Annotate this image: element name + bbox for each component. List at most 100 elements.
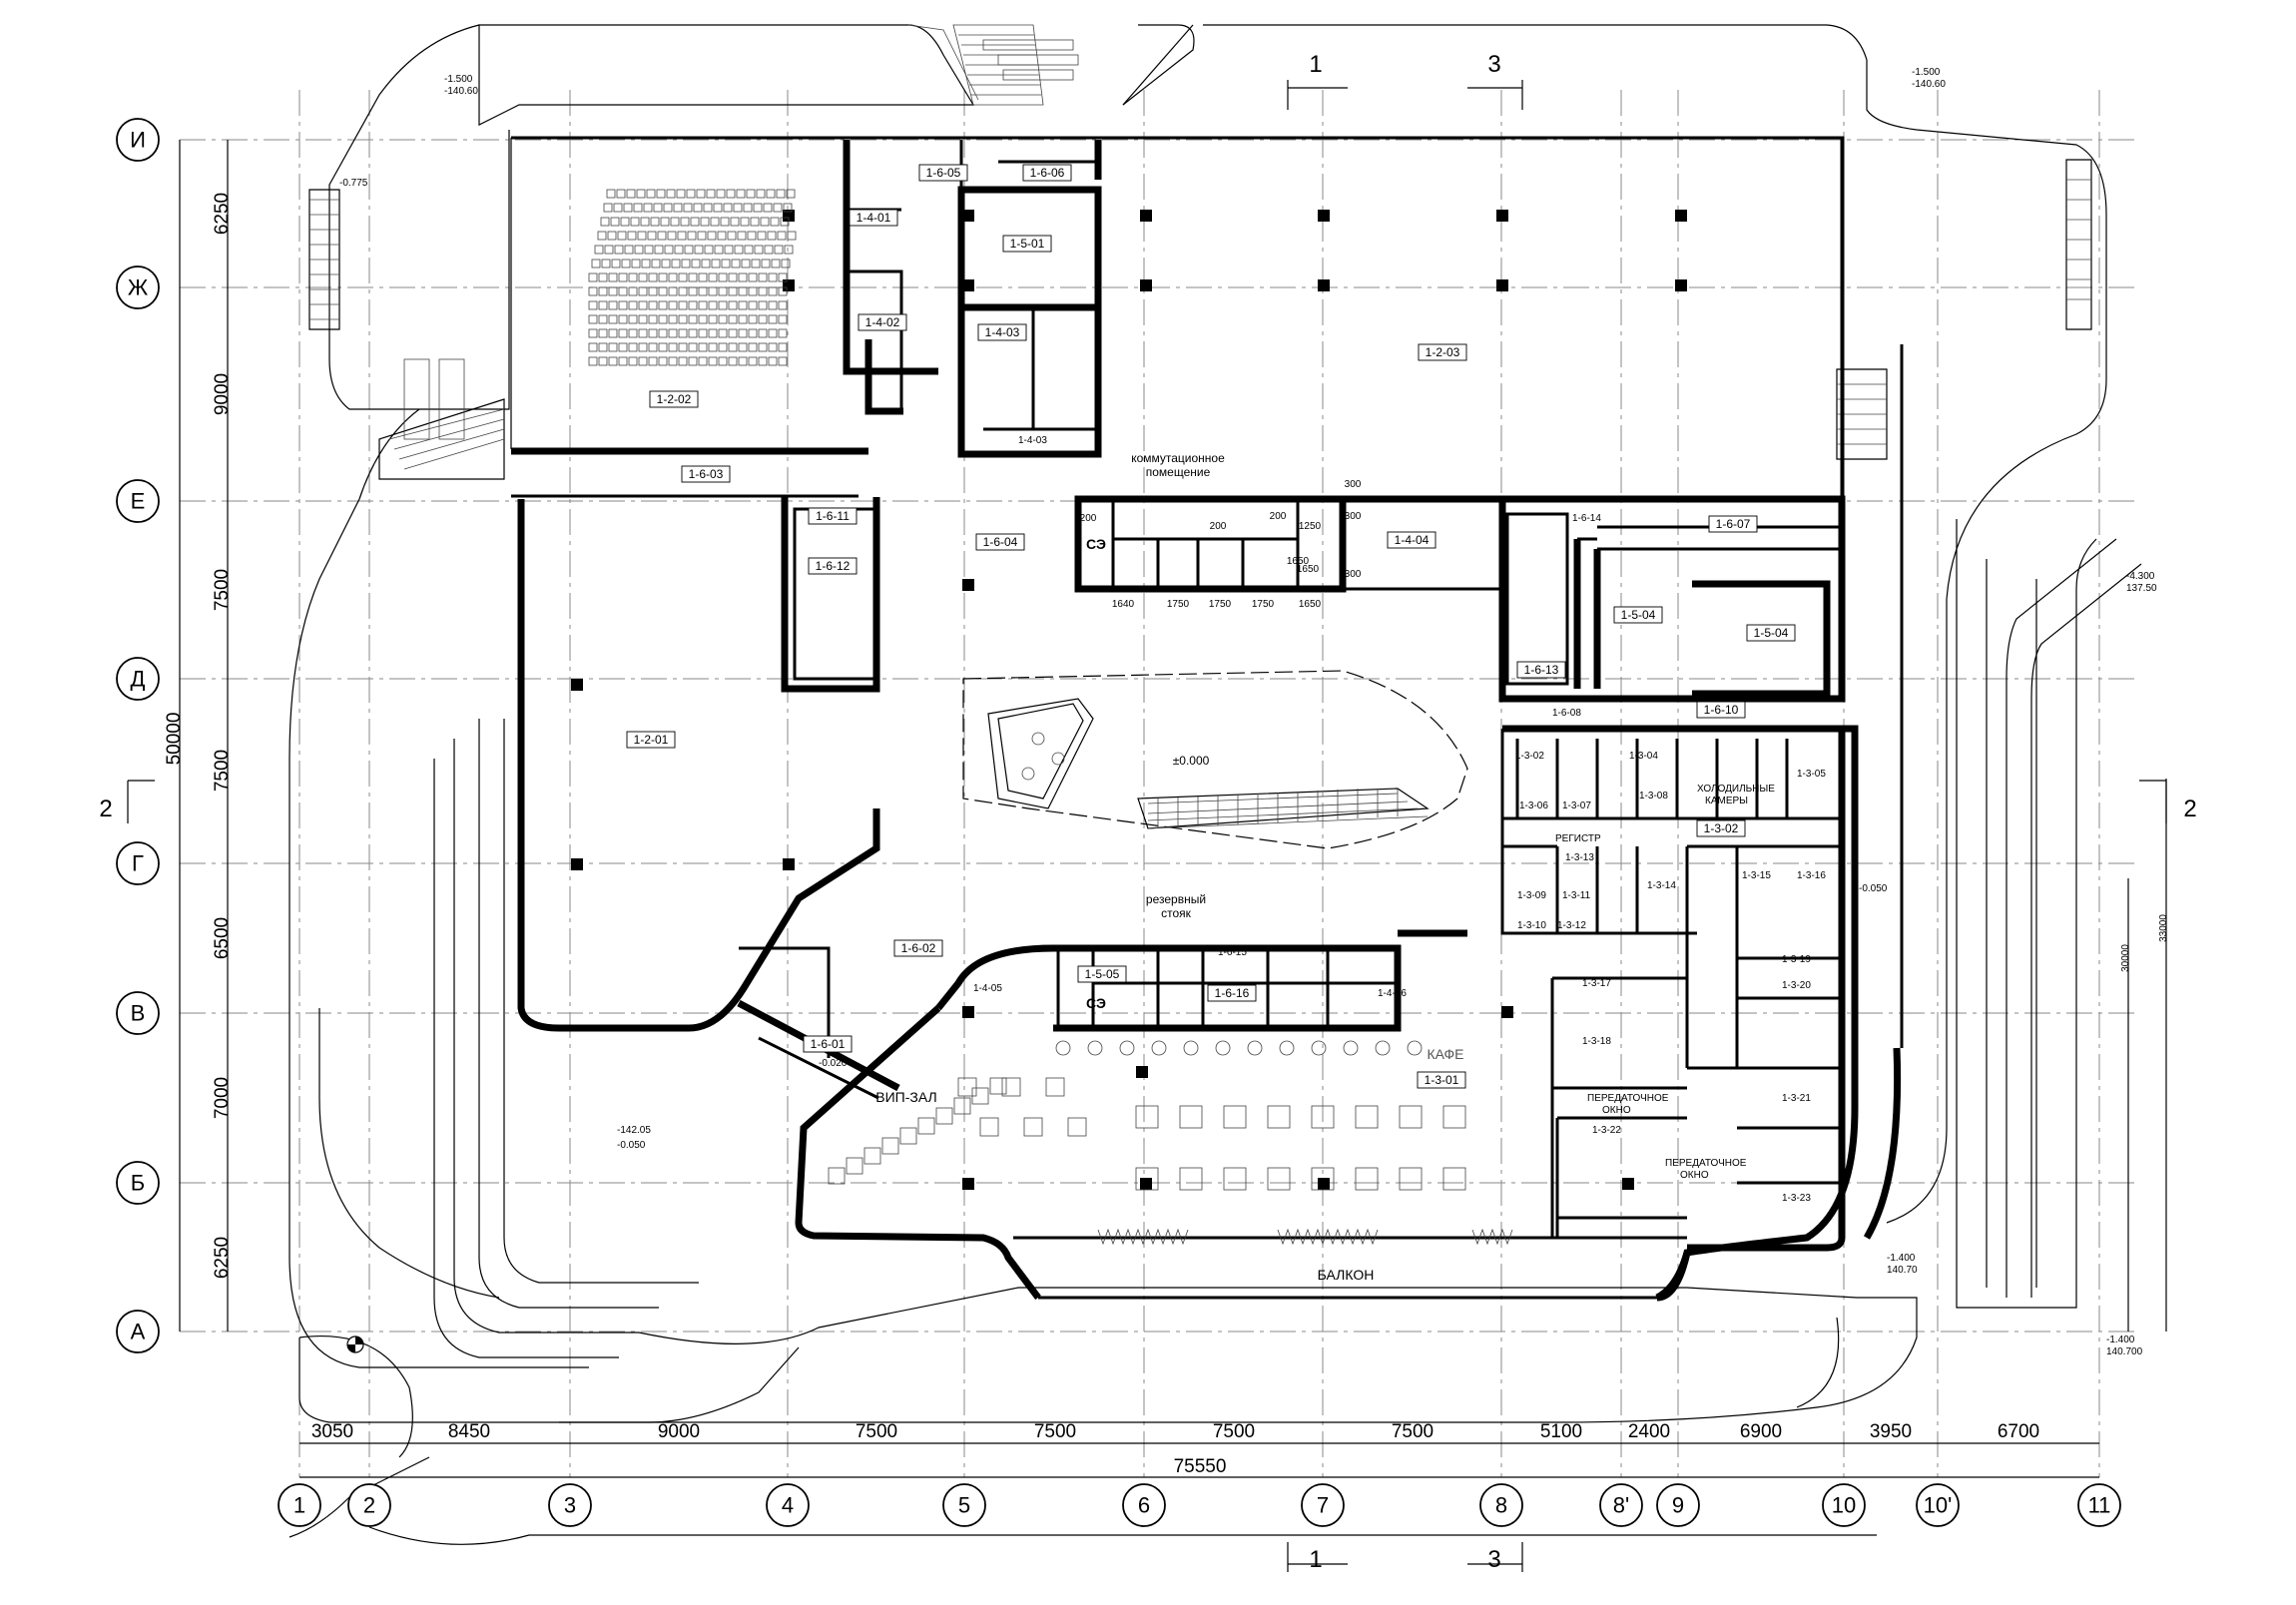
room-tag: 1-6-02 bbox=[893, 939, 943, 957]
cafe-table bbox=[1179, 1105, 1203, 1129]
auditorium-seat bbox=[658, 272, 668, 282]
auditorium-seat bbox=[758, 328, 768, 338]
auditorium-seat bbox=[726, 189, 736, 199]
auditorium-seat bbox=[668, 342, 678, 352]
auditorium-seat bbox=[666, 189, 676, 199]
auditorium-seat bbox=[713, 203, 723, 213]
auditorium-seat bbox=[754, 245, 764, 255]
svg-text:7500: 7500 bbox=[1034, 1421, 1076, 1442]
auditorium-seat bbox=[778, 314, 788, 324]
shaft-dimensions: 1640 1750 1750 1750 1650 200 200 200 125… bbox=[1080, 479, 1362, 610]
svg-text:8450: 8450 bbox=[448, 1421, 490, 1442]
auditorium-seat bbox=[628, 342, 638, 352]
cafe-chair bbox=[1151, 1040, 1167, 1056]
svg-text:1-6-01: 1-6-01 bbox=[811, 1037, 846, 1051]
auditorium-seat bbox=[708, 342, 718, 352]
svg-text:1-3-02: 1-3-02 bbox=[1704, 821, 1739, 835]
auditorium-seat bbox=[628, 300, 638, 310]
auditorium-seat bbox=[627, 231, 637, 241]
auditorium-seat bbox=[591, 259, 601, 268]
cafe-chair bbox=[1215, 1040, 1231, 1056]
auditorium-seat bbox=[670, 217, 680, 227]
cafe-chair bbox=[1343, 1040, 1359, 1056]
auditorium-seat bbox=[673, 203, 683, 213]
auditorium-seat bbox=[648, 272, 658, 282]
auditorium-seat bbox=[737, 231, 747, 241]
auditorium-seat bbox=[616, 189, 626, 199]
small-room-tag: 1-3-15 bbox=[1742, 870, 1771, 881]
svg-text:1750: 1750 bbox=[1167, 599, 1190, 610]
cafe-table bbox=[1355, 1105, 1379, 1129]
auditorium-seat bbox=[758, 286, 768, 296]
svg-text:2400: 2400 bbox=[1628, 1421, 1670, 1442]
auditorium-seat bbox=[708, 272, 718, 282]
auditorium-seat bbox=[648, 286, 658, 296]
svg-text:140.70: 140.70 bbox=[1887, 1265, 1918, 1276]
room-tag: 1-3-02 bbox=[1696, 819, 1746, 837]
auditorium-seat bbox=[720, 217, 730, 227]
room-tag: 1-6-05 bbox=[918, 164, 968, 182]
room-tag: 1-2-02 bbox=[649, 390, 699, 408]
room-tag: 1-4-03 bbox=[977, 323, 1027, 341]
room-tag: 1-4-01 bbox=[849, 209, 898, 227]
auditorium-seat bbox=[650, 217, 660, 227]
auditorium-seat bbox=[751, 259, 761, 268]
auditorium-seat bbox=[620, 217, 630, 227]
svg-text:8: 8 bbox=[1495, 1493, 1507, 1518]
auditorium-seat bbox=[703, 203, 713, 213]
svg-text:Б: Б bbox=[131, 1171, 145, 1196]
small-room-tag: 1-3-10 bbox=[1517, 920, 1546, 931]
auditorium-seat bbox=[748, 314, 758, 324]
auditorium-seat bbox=[643, 203, 653, 213]
auditorium-seat bbox=[747, 231, 757, 241]
right-exterior-stair bbox=[1836, 159, 2092, 460]
auditorium-seat bbox=[774, 245, 784, 255]
auditorium-seat bbox=[668, 286, 678, 296]
svg-text:7500: 7500 bbox=[212, 569, 233, 611]
auditorium-seat bbox=[626, 189, 636, 199]
svg-text:300: 300 bbox=[1345, 479, 1362, 490]
svg-text:1640: 1640 bbox=[1112, 599, 1135, 610]
vip-table bbox=[935, 1107, 953, 1125]
auditorium-seat bbox=[668, 272, 678, 282]
room-tag: 1-6-06 bbox=[1022, 164, 1072, 182]
auditorium-seat bbox=[634, 245, 644, 255]
svg-text:1-4-04: 1-4-04 bbox=[1395, 533, 1430, 547]
section-mark-left-2: 2 bbox=[99, 796, 112, 822]
svg-text:-140.60: -140.60 bbox=[1912, 79, 1946, 90]
svg-text:-1.400: -1.400 bbox=[2106, 1335, 2135, 1345]
se-label-upper: СЭ bbox=[1086, 536, 1106, 552]
room-tag: 1-6-13 bbox=[1516, 661, 1566, 679]
auditorium-seat bbox=[678, 314, 688, 324]
auditorium-seat bbox=[628, 356, 638, 366]
auditorium-seat bbox=[728, 314, 738, 324]
small-room-tag: 1-3-07 bbox=[1562, 801, 1591, 811]
vip-table bbox=[863, 1147, 881, 1165]
auditorium-seat bbox=[648, 342, 658, 352]
auditorium-seat bbox=[698, 328, 708, 338]
section-mark-right-2: 2 bbox=[2183, 796, 2196, 822]
small-room-tag: 1-3-02 bbox=[1515, 751, 1544, 762]
room-tag: 1-5-01 bbox=[1002, 235, 1052, 253]
auditorium-seat bbox=[637, 231, 647, 241]
vip-table bbox=[881, 1137, 899, 1155]
auditorium-seat bbox=[778, 300, 788, 310]
auditorium-seat bbox=[770, 217, 780, 227]
auditorium-seat bbox=[608, 300, 618, 310]
cafe-furniture bbox=[828, 1040, 1466, 1191]
svg-text:9000: 9000 bbox=[212, 373, 233, 415]
auditorium-seat bbox=[748, 356, 758, 366]
cafe-chair bbox=[1407, 1040, 1423, 1056]
auditorium-seat bbox=[698, 356, 708, 366]
room-tag: 1-5-05 bbox=[1077, 965, 1127, 983]
room-tag: 1-2-03 bbox=[1418, 343, 1467, 361]
grid-bubble-column: 10 bbox=[1822, 1483, 1866, 1527]
auditorium-seat bbox=[614, 245, 624, 255]
svg-text:5100: 5100 bbox=[1540, 1421, 1582, 1442]
auditorium-seat bbox=[778, 356, 788, 366]
auditorium-seat bbox=[766, 189, 776, 199]
auditorium-seat bbox=[613, 203, 623, 213]
building-walls bbox=[510, 136, 1904, 1302]
auditorium-seat bbox=[618, 328, 628, 338]
